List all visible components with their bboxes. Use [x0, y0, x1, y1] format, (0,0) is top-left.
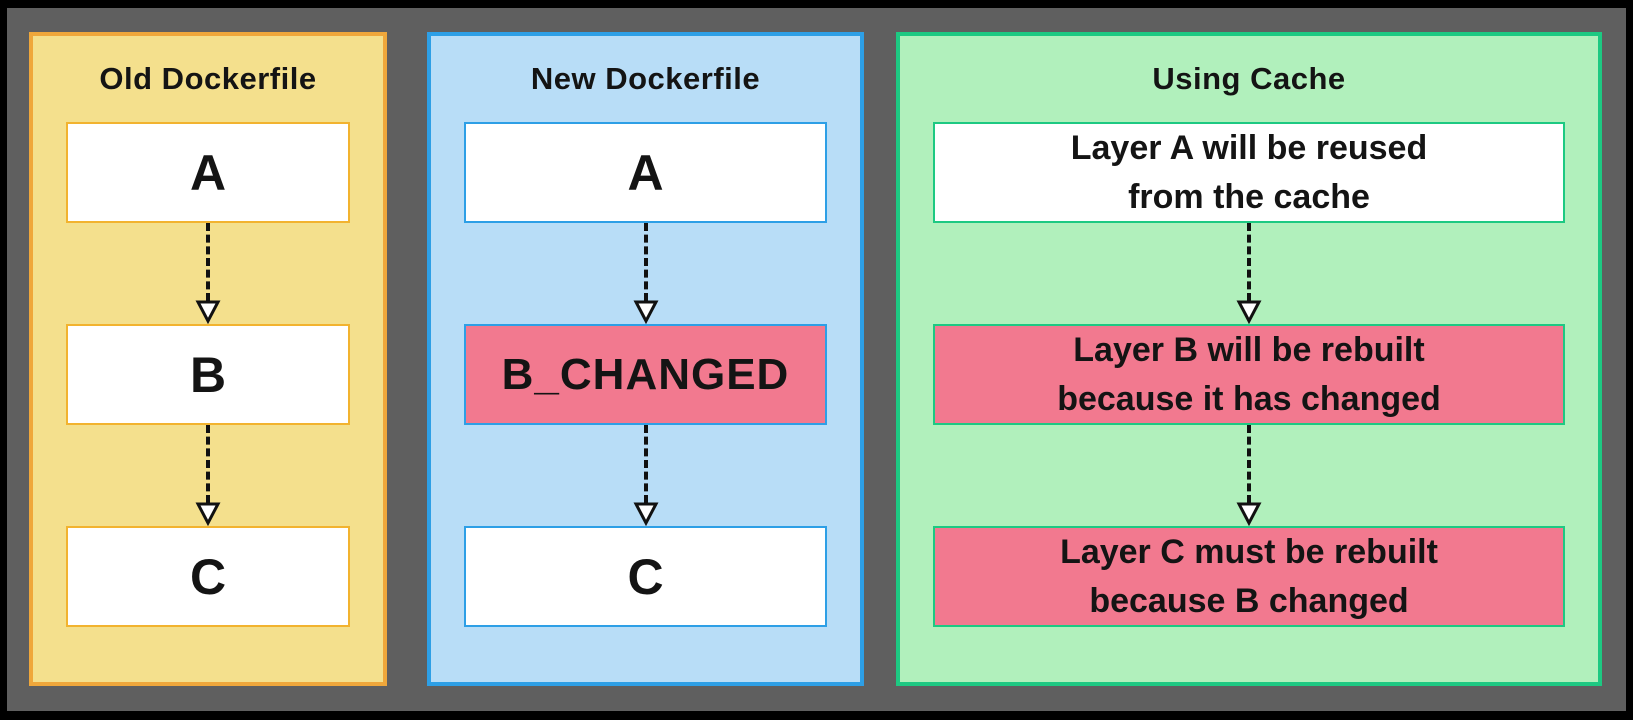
dashed-arrow-down-icon — [464, 425, 827, 526]
layer-box-a: A — [464, 122, 827, 223]
dashed-arrow-down-icon — [66, 223, 350, 324]
layer-label: C — [627, 548, 664, 605]
panel-title: Using Cache — [1152, 61, 1346, 96]
layer-label: B_CHANGED — [501, 349, 790, 399]
dashed-arrow-down-icon — [464, 223, 827, 324]
arrow-dashed-line — [206, 223, 210, 301]
arrow-head-icon — [195, 502, 221, 526]
cache-box-layer-b: Layer B will be rebuilt because it has c… — [933, 324, 1565, 425]
layer-label: A — [627, 144, 664, 201]
arrow-dashed-line — [1247, 425, 1251, 503]
layer-box-c: C — [66, 526, 350, 627]
panel-title: Old Dockerfile — [99, 61, 317, 96]
layer-label: B — [189, 346, 227, 403]
panel-old-dockerfile: Old Dockerfile A B C — [29, 32, 387, 686]
arrow-head-icon — [633, 502, 658, 526]
layer-label: A — [189, 144, 227, 201]
layer-label-line-2: from the cache — [1128, 177, 1370, 216]
layer-box-b-changed: B_CHANGED — [464, 324, 827, 425]
panel-using-cache: Using Cache Layer A will be reused from … — [896, 32, 1602, 686]
layer-label-line-1: Layer C must be rebuilt — [1060, 532, 1438, 571]
layer-box-b: B — [66, 324, 350, 425]
cache-box-layer-a: Layer A will be reused from the cache — [933, 122, 1565, 223]
arrow-head-icon — [1236, 502, 1262, 526]
layer-label-line-2: because B changed — [1089, 581, 1409, 620]
dashed-arrow-down-icon — [933, 223, 1565, 324]
arrow-dashed-line — [1247, 223, 1251, 301]
panel-new-dockerfile: New Dockerfile A B_CHANGED C — [427, 32, 864, 686]
arrow-head-icon — [195, 300, 221, 324]
diagram-canvas: Old Dockerfile A B C New Dockerfile A — [7, 8, 1626, 711]
arrow-dashed-line — [643, 223, 648, 301]
layer-label: C — [189, 548, 227, 605]
dashed-arrow-down-icon — [933, 425, 1565, 526]
layer-label-line-1: Layer B will be rebuilt — [1073, 330, 1425, 369]
layer-label-line-2: because it has changed — [1057, 379, 1441, 418]
cache-box-layer-c: Layer C must be rebuilt because B change… — [933, 526, 1565, 627]
layer-box-a: A — [66, 122, 350, 223]
panel-title: New Dockerfile — [530, 61, 761, 96]
arrow-dashed-line — [206, 425, 210, 503]
layer-box-c: C — [464, 526, 827, 627]
arrow-head-icon — [1236, 300, 1262, 324]
dashed-arrow-down-icon — [66, 425, 350, 526]
arrow-head-icon — [633, 300, 658, 324]
layer-label-line-1: Layer A will be reused — [1070, 128, 1428, 167]
arrow-dashed-line — [643, 425, 648, 503]
